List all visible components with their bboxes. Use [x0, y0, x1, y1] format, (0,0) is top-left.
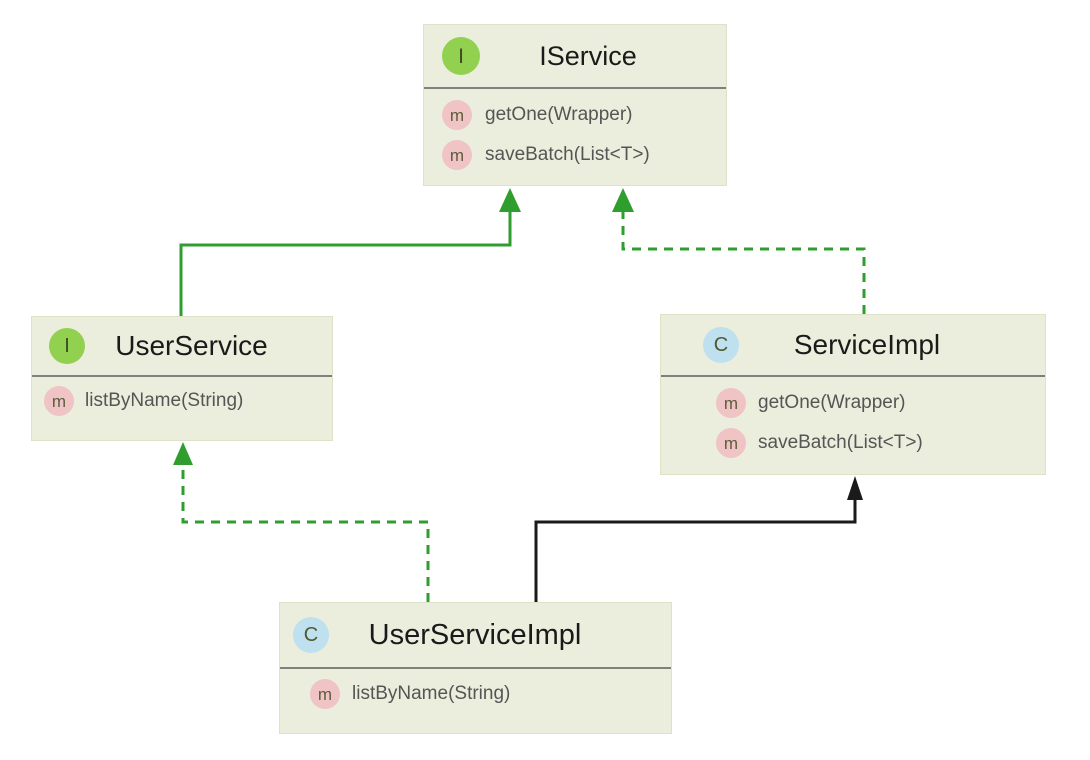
uml-class-userservice[interactable]: I UserService m listByName(String) — [31, 316, 333, 441]
method-icon: m — [310, 679, 340, 709]
uml-member-row[interactable]: m listByName(String) — [44, 381, 332, 421]
uml-member-label: saveBatch(List<T>) — [485, 144, 650, 165]
edge-userservice-to-iservice — [179, 188, 521, 316]
uml-member-label: saveBatch(List<T>) — [758, 432, 923, 453]
uml-member-row[interactable]: m getOne(Wrapper) — [442, 95, 726, 135]
uml-members-section: m getOne(Wrapper) m saveBatch(List<T>) — [661, 377, 1045, 474]
uml-class-header: I IService — [424, 25, 726, 87]
uml-member-label: getOne(Wrapper) — [485, 104, 633, 125]
class-icon: C — [703, 327, 739, 363]
uml-class-name: IService — [539, 40, 637, 71]
uml-class-header: C ServiceImpl — [661, 315, 1045, 375]
uml-class-name: ServiceImpl — [793, 329, 941, 360]
uml-member-label: listByName(String) — [352, 683, 511, 704]
method-icon: m — [716, 388, 746, 418]
method-icon: m — [442, 140, 472, 170]
method-icon: m — [44, 386, 74, 416]
uml-section-divider — [424, 87, 726, 89]
uml-members-section: m listByName(String) — [280, 669, 671, 733]
uml-member-row[interactable]: m getOne(Wrapper) — [716, 383, 1045, 423]
interface-icon: I — [49, 328, 85, 364]
uml-class-name: UserServiceImpl — [368, 618, 582, 651]
uml-members-section: m getOne(Wrapper) m saveBatch(List<T>) — [424, 89, 726, 185]
uml-class-header: C UserServiceImpl — [280, 603, 671, 667]
uml-member-label: getOne(Wrapper) — [758, 392, 906, 413]
edge-serviceimpl-to-iservice — [612, 188, 866, 314]
uml-section-divider — [661, 375, 1045, 377]
uml-member-row[interactable]: m saveBatch(List<T>) — [442, 135, 726, 175]
uml-members-section: m listByName(String) — [32, 377, 332, 440]
method-icon: m — [442, 100, 472, 130]
method-icon: m — [716, 428, 746, 458]
uml-class-iservice[interactable]: I IService m getOne(Wrapper) m saveBatch… — [423, 24, 727, 186]
uml-member-row[interactable]: m saveBatch(List<T>) — [716, 423, 1045, 463]
edge-userserviceimpl-to-serviceimpl — [534, 476, 863, 602]
uml-section-divider — [280, 667, 671, 669]
uml-class-userserviceimpl[interactable]: C UserServiceImpl m listByName(String) — [279, 602, 672, 734]
uml-class-header: I UserService — [32, 317, 332, 375]
uml-class-name: UserService — [115, 330, 268, 361]
uml-member-label: listByName(String) — [85, 390, 244, 411]
class-icon: C — [293, 617, 329, 653]
uml-member-row[interactable]: m listByName(String) — [310, 674, 671, 714]
interface-icon: I — [442, 37, 480, 75]
edge-userserviceimpl-to-userservice — [173, 442, 430, 602]
uml-section-divider — [32, 375, 332, 377]
uml-class-serviceimpl[interactable]: C ServiceImpl m getOne(Wrapper) m saveBa… — [660, 314, 1046, 475]
